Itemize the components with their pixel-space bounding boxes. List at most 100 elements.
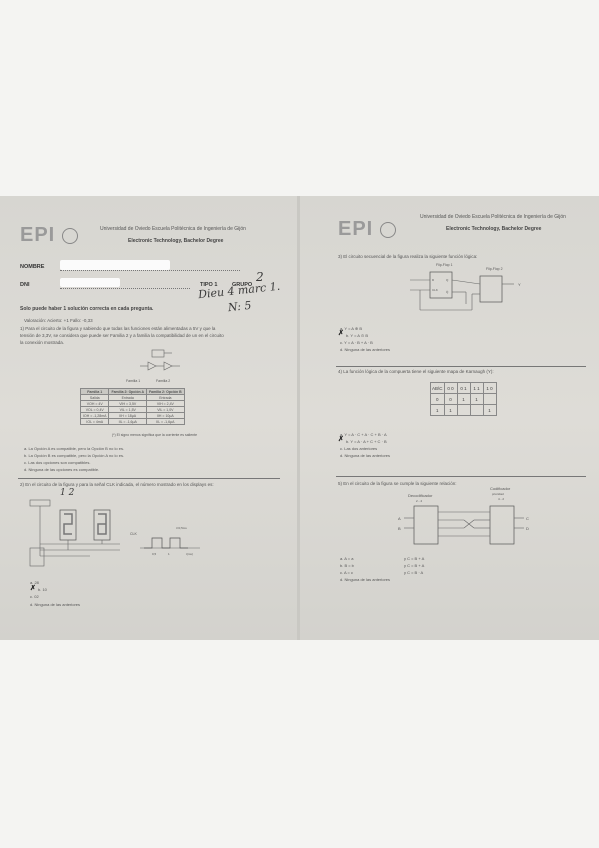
ff-pin-d: D <box>432 278 435 282</box>
grupo-label: GRUPO <box>232 282 253 288</box>
q4-option-a: a. Y = A · C + A · C + B · A <box>340 432 387 437</box>
q3-option-c: c. Y = A · B + A · B <box>340 340 373 345</box>
dni-label: DNI <box>20 282 30 288</box>
redacted-dni <box>60 278 120 287</box>
q3-text: 3) El circuito secuencial de la figura r… <box>338 254 478 259</box>
kmap-cell <box>482 393 497 405</box>
university-seal-icon <box>380 222 396 238</box>
q3-option-a: a. Y = A ⊕ B <box>340 326 362 331</box>
q1-option-d: d. Ninguna de las opciones es compatible… <box>24 467 100 472</box>
ff1-label: Flip-Flop 1 <box>436 263 453 267</box>
q3-option-b: b. Y = A ⊙ B <box>346 333 368 338</box>
t0-label: 0,5 <box>152 552 157 556</box>
kmap-cell: 1 0 <box>482 382 497 394</box>
table-note: (*) El signo menos significa que la corr… <box>112 433 198 437</box>
ff-pin-qbar: Q̄ <box>446 290 449 294</box>
kmap-cell: 1 1 <box>469 382 484 394</box>
q1-text-2: tensión de 3,3V, se considera que puede … <box>20 333 224 338</box>
kmap-cell: 1 <box>469 393 484 405</box>
kmap-cell: 0 <box>430 393 445 405</box>
table-cell: IIL = -1,6μA <box>108 418 147 425</box>
clk-label: CLK <box>130 532 137 536</box>
table-cell: IIL = -1,6μA <box>146 418 185 425</box>
page-fold <box>297 196 300 640</box>
q2-option-a: a. 28 <box>30 580 39 585</box>
q4-option-c: c. Las dos anteriores <box>340 446 378 451</box>
encoder-sub2: 4 - 2 <box>498 497 505 501</box>
input-a: A <box>398 516 401 521</box>
q2-handwritten: 1 2 <box>60 488 75 498</box>
t1-label: 1 <box>168 552 170 556</box>
q1-text-3: la conexión mostrada. <box>20 340 65 345</box>
epi-logo: EPI <box>338 218 374 240</box>
q5-text: 5) En el circuito de la figura se cumple… <box>338 481 457 486</box>
q3-option-d: d. Ninguna de las anteriores <box>340 347 391 352</box>
q4-option-d: d. Ninguna de las anteriores <box>340 453 391 458</box>
table-cell: IOL = 4mA <box>79 418 110 425</box>
q2-option-b: b. 10 <box>38 587 47 592</box>
q1-option-c: c. Las dos opciones son compatibles. <box>24 460 91 465</box>
ff2-label: Flip-Flop 2 <box>486 267 503 271</box>
q5-decoder-encoder-circuit <box>404 505 524 545</box>
kmap-row: 0 0 1 1 <box>430 393 497 405</box>
q3-answer-mark: ✗ <box>338 330 344 337</box>
encoder-label: Codificador <box>490 486 511 491</box>
kmap-cell <box>456 404 471 416</box>
q4-text: 4) La función lógica de la compuerta tie… <box>338 369 494 374</box>
decoder-sub: 2 - 4 <box>416 499 423 503</box>
q2-display-circuit <box>29 499 120 567</box>
q1-option-a: a. La Opción A es compatible, pero la Op… <box>24 446 125 451</box>
output-c: C <box>526 516 529 521</box>
ff-pin-clk: CLK <box>432 288 438 292</box>
q5-option-b: b. B = b <box>340 563 354 568</box>
tipo-label: TIPO 1 <box>200 282 218 288</box>
right-page: EPI Universidad de Oviedo Escuela Polité… <box>300 196 599 640</box>
q3-flipflop-circuit <box>410 271 514 311</box>
kmap-cell: 0 0 <box>443 382 458 394</box>
university-header: Universidad de Oviedo Escuela Politécnic… <box>420 214 566 220</box>
course-header: Electronic Technology, Bachelor Degree <box>446 226 542 232</box>
q3-output-label: Y <box>518 282 521 287</box>
q5-option-a-rel: y C = B + A <box>404 556 425 561</box>
nombre-label: NOMBRE <box>20 264 45 270</box>
decoder-label: Decodificador <box>408 493 433 498</box>
q2-option-d: d. Ninguna de las anteriores <box>30 602 81 607</box>
fam1-label: Familia 1 <box>126 379 141 383</box>
redacted-name <box>60 260 170 270</box>
kmap-row: 1 1 1 <box>430 404 497 416</box>
left-page: EPI Universidad de Oviedo Escuela Polité… <box>0 196 298 640</box>
q1-scoring: Valoración: Acierto: +1 Fallo: -0,33 <box>24 318 93 323</box>
q1-gate-circuit <box>140 349 180 371</box>
kmap-cell: 1 <box>443 404 458 416</box>
divider <box>336 476 586 477</box>
kmap-cell: 0 <box>443 393 458 405</box>
kmap-cell <box>469 404 484 416</box>
university-seal-icon <box>62 228 78 244</box>
input-b: B <box>398 526 401 531</box>
q1-families-table: Familia 1 Familia 2: Opción A Familia 2:… <box>79 388 185 425</box>
exam-sheet: EPI Universidad de Oviedo Escuela Polité… <box>0 196 599 640</box>
q5-option-d: d. Ninguna de las anteriores <box>340 577 391 582</box>
encoder-sub: prioridad <box>492 492 504 496</box>
t2-label: t(ms) <box>186 552 193 556</box>
q5-option-c: c. A = c <box>340 570 354 575</box>
dni-line <box>60 288 190 289</box>
kmap-cell: AB\C <box>430 382 445 394</box>
kmap-cell: 1 <box>482 404 497 416</box>
kmap-cell: 1 <box>456 393 471 405</box>
ff-pin-q: Q <box>446 278 449 282</box>
kmap-cell: 1 <box>430 404 445 416</box>
fam2-label: Familia 2 <box>156 379 171 383</box>
clk-waveform <box>140 537 200 549</box>
q5-option-c-rel: y C = B · A <box>404 570 424 575</box>
divider <box>336 366 586 367</box>
epi-logo: EPI <box>20 224 56 246</box>
q2-text: 2) En el circuito de la figura y para la… <box>20 482 214 487</box>
kmap-cell: 0 1 <box>456 382 471 394</box>
rise-label: t=0,5ms <box>176 526 187 530</box>
q1-text-1: 1) Para el circuito de la figura y sabie… <box>20 326 216 331</box>
nombre-line <box>60 270 240 271</box>
q4-option-b: b. Y = A · A + C + C · B <box>346 439 387 444</box>
instructions: Solo puede haber 1 solución correcta en … <box>20 306 154 312</box>
